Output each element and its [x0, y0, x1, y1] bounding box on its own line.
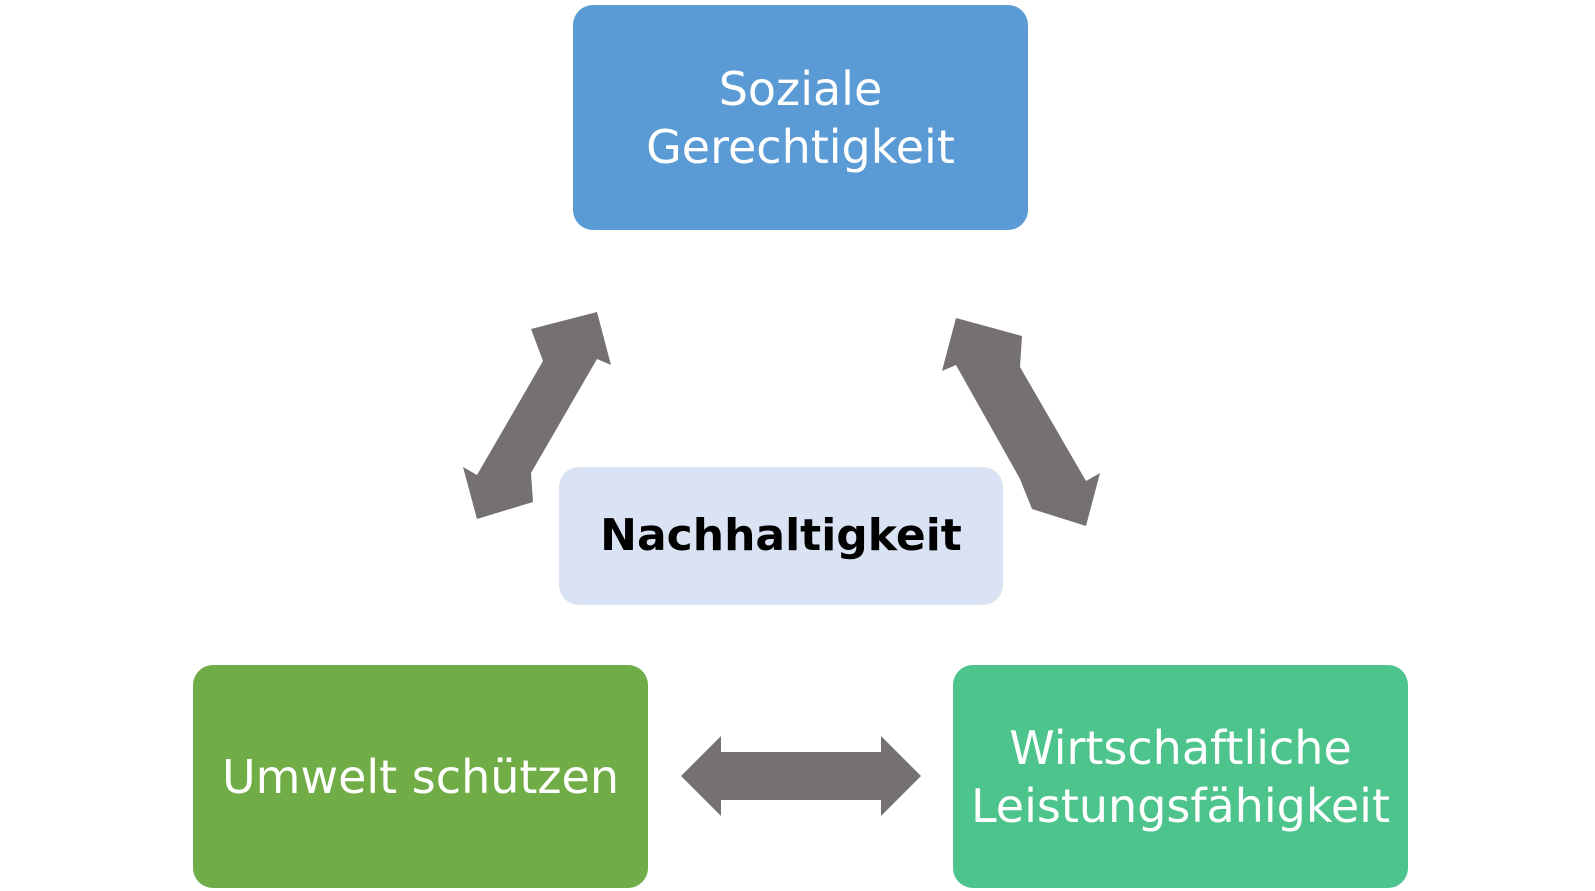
economic-performance-box: Wirtschaftliche Leistungsfähigkeit — [953, 665, 1408, 888]
sustainability-box: Nachhaltigkeit — [559, 467, 1003, 605]
double-arrow-bottom — [681, 736, 921, 816]
social-justice-box: Soziale Gerechtigkeit — [573, 5, 1028, 230]
environment-box: Umwelt schützen — [193, 665, 648, 888]
social-justice-label: Soziale Gerechtigkeit — [646, 61, 955, 174]
double-arrow-left — [463, 312, 611, 519]
double-arrow-right — [942, 318, 1100, 526]
sustainability-label: Nachhaltigkeit — [600, 510, 962, 561]
environment-label: Umwelt schützen — [221, 749, 620, 804]
economic-performance-label: Wirtschaftliche Leistungsfähigkeit — [970, 720, 1390, 833]
